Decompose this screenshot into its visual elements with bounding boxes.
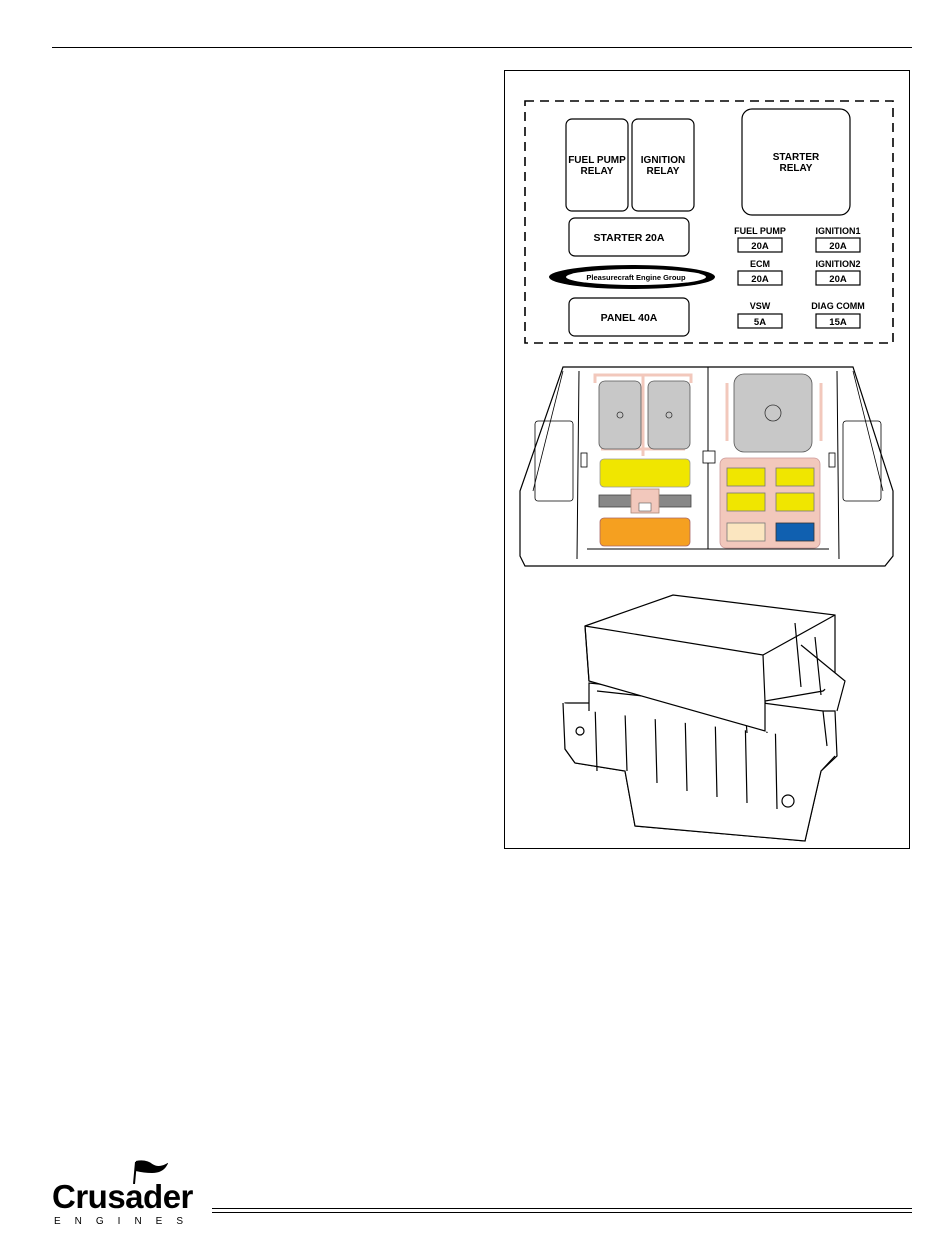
- brand-label: Pleasurecraft Engine Group: [586, 273, 686, 282]
- fuse-fuel-pump-rating: 20A: [751, 241, 769, 252]
- ignition1-fuse-photo: [776, 468, 814, 486]
- panel-fuse-photo: [600, 518, 690, 546]
- logo-subtitle: ENGINES: [54, 1216, 197, 1227]
- fuse-ignition1-rating: 20A: [829, 241, 847, 252]
- footer-rule: [212, 1208, 912, 1209]
- fuel-pump-relay-label-2: RELAY: [581, 166, 614, 177]
- starter-relay-label-1: STARTER: [773, 152, 820, 163]
- ecm-fuse-photo: [727, 493, 765, 511]
- logo-wordmark: Crusader: [52, 1178, 193, 1216]
- fuse-box-figure: FUEL PUMP RELAY IGNITION RELAY STARTER R…: [504, 70, 910, 849]
- fuel-pump-relay-photo: [599, 381, 641, 449]
- header-rule: [52, 47, 912, 48]
- crusader-logo: Crusader ENGINES: [52, 1160, 212, 1232]
- fuse-vsw-label: VSW: [750, 301, 771, 311]
- ignition-relay-label-1: IGNITION: [641, 155, 685, 166]
- fuse-link-tab: [639, 503, 651, 511]
- fuse-ignition2-label: IGNITION2: [815, 259, 860, 269]
- diag-comm-fuse-photo: [776, 523, 814, 541]
- fuse-box-3d-view: [563, 595, 845, 841]
- fuel-pump-fuse-photo: [727, 468, 765, 486]
- starter-fuse-photo: [600, 459, 690, 487]
- fuse-ignition2-rating: 20A: [829, 274, 847, 285]
- fuse-fuel-pump-label: FUEL PUMP: [734, 226, 786, 236]
- ignition-relay-label-2: RELAY: [647, 166, 680, 177]
- fuse-ignition1-label: IGNITION1: [815, 226, 860, 236]
- starter-relay-photo: [734, 374, 812, 452]
- starter-relay-label-2: RELAY: [780, 163, 813, 174]
- fuse-ecm-rating: 20A: [751, 274, 769, 285]
- fuse-vsw-rating: 5A: [754, 317, 766, 328]
- fuse-diag-comm-rating: 15A: [829, 317, 847, 328]
- fuse-box-illustration: FUEL PUMP RELAY IGNITION RELAY STARTER R…: [505, 71, 911, 850]
- fuse-diag-comm-label: DIAG COMM: [811, 301, 865, 311]
- fuse-ecm-label: ECM: [750, 259, 770, 269]
- fuel-pump-relay-label-1: FUEL PUMP: [568, 155, 626, 166]
- panel-fuse-label: PANEL 40A: [601, 312, 658, 324]
- vsw-fuse-photo: [727, 523, 765, 541]
- starter-fuse-label: STARTER 20A: [594, 232, 665, 244]
- ignition-relay-photo: [648, 381, 690, 449]
- fuse-box-top-view: [520, 367, 893, 566]
- ignition2-fuse-photo: [776, 493, 814, 511]
- footer-rule-secondary: [212, 1212, 912, 1213]
